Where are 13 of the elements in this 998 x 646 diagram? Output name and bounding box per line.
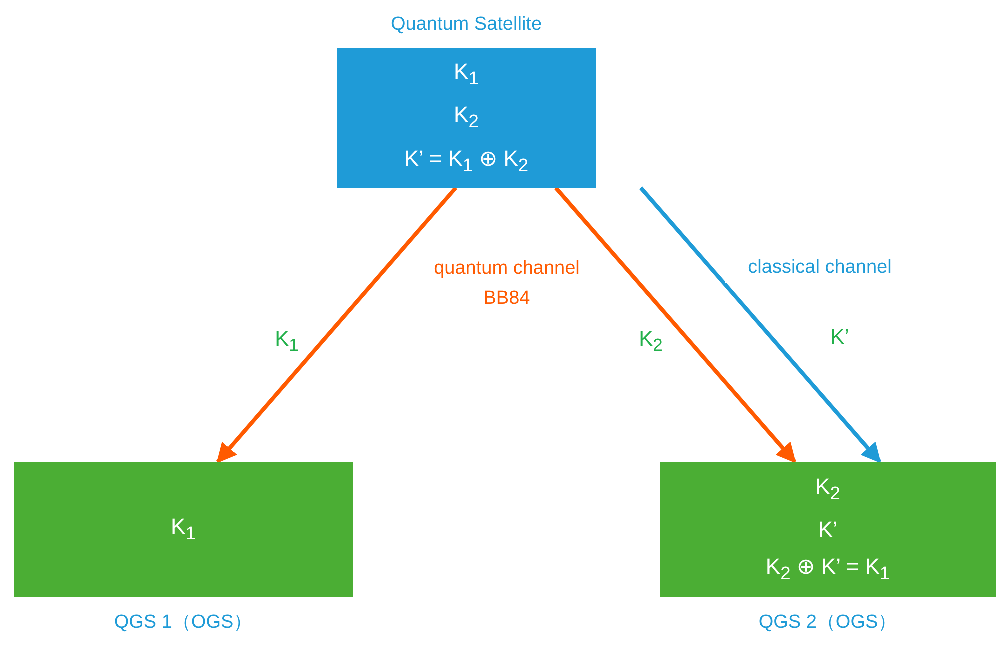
key-text: K’ <box>818 516 838 544</box>
key-text: K$_{1}$ <box>171 512 196 546</box>
arrow <box>640 186 882 464</box>
arrow <box>554 186 796 464</box>
station-heading: Quantum Satellite <box>390 14 542 36</box>
key-text: K$_{2}$ ⊕ K’ = K$_{1}$ <box>766 553 890 586</box>
arrow <box>216 186 458 464</box>
key-text: K$_{1}$ <box>454 58 479 90</box>
station-heading: QGS 2（OGS） <box>758 611 898 635</box>
key-text: K$_{2}$ <box>816 472 840 505</box>
key-text: K$_{2}$ <box>454 101 479 134</box>
key-text: K’ = K$_{1}$ ⊕ K$_{2}$ <box>404 144 529 178</box>
station-heading: QGS 1（OGS） <box>114 611 253 635</box>
